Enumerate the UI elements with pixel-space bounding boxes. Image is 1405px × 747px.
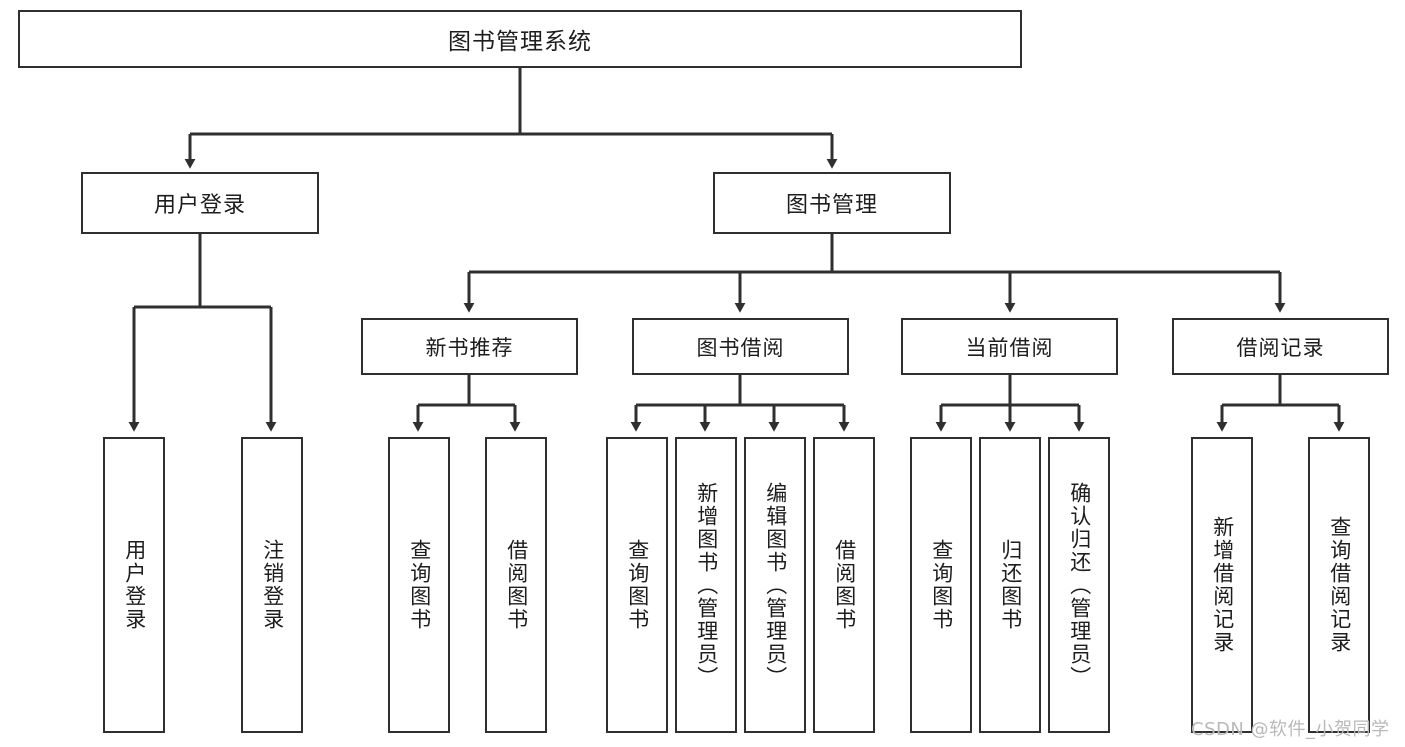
leaf-borrow-book-1[interactable]: 借阅图书: [485, 437, 547, 733]
leaf-add-book-label: 新增图书（管理员）: [694, 481, 719, 689]
leaf-confirm-return[interactable]: 确认归还（管理员）: [1048, 437, 1110, 733]
leaf-user-logout[interactable]: 注销登录: [241, 437, 303, 733]
leaf-query-book-2[interactable]: 查询图书: [606, 437, 668, 733]
leaf-add-borrow-record-label: 新增借阅记录: [1210, 516, 1235, 654]
node-root-label: 图书管理系统: [448, 29, 592, 55]
node-root[interactable]: 图书管理系统: [18, 10, 1022, 68]
node-borrow-record[interactable]: 借阅记录: [1172, 318, 1389, 375]
node-book-manage[interactable]: 图书管理: [713, 172, 951, 234]
leaf-edit-book-label: 编辑图书（管理员）: [763, 481, 788, 689]
leaf-borrow-book-2-label: 借阅图书: [832, 539, 857, 631]
leaf-query-book-1-label: 查询图书: [407, 539, 432, 631]
node-book-borrow[interactable]: 图书借阅: [632, 318, 849, 375]
leaf-borrow-book-1-label: 借阅图书: [504, 539, 529, 631]
node-current-borrow[interactable]: 当前借阅: [901, 318, 1118, 375]
node-user-login[interactable]: 用户登录: [81, 172, 319, 234]
leaf-confirm-return-label: 确认归还（管理员）: [1067, 481, 1092, 689]
node-new-book-recommend[interactable]: 新书推荐: [361, 318, 578, 375]
leaf-add-book[interactable]: 新增图书（管理员）: [675, 437, 737, 733]
leaf-query-borrow-record[interactable]: 查询借阅记录: [1308, 437, 1370, 733]
leaf-add-borrow-record[interactable]: 新增借阅记录: [1191, 437, 1253, 733]
leaf-query-book-1[interactable]: 查询图书: [388, 437, 450, 733]
node-book-borrow-label: 图书借阅: [696, 335, 785, 360]
leaf-query-book-3[interactable]: 查询图书: [910, 437, 972, 733]
leaf-query-borrow-record-label: 查询借阅记录: [1327, 516, 1352, 654]
leaf-query-book-3-label: 查询图书: [929, 539, 954, 631]
node-current-borrow-label: 当前借阅: [965, 335, 1054, 360]
leaf-edit-book[interactable]: 编辑图书（管理员）: [744, 437, 806, 733]
node-borrow-record-label: 借阅记录: [1236, 335, 1325, 360]
watermark-credit: CSDN @软件_小贺同学: [1191, 719, 1390, 740]
leaf-return-book[interactable]: 归还图书: [979, 437, 1041, 733]
node-new-book-recommend-label: 新书推荐: [425, 335, 514, 360]
node-user-login-label: 用户登录: [153, 193, 246, 218]
leaf-do-user-login[interactable]: 用户登录: [103, 437, 165, 733]
leaf-borrow-book-2[interactable]: 借阅图书: [813, 437, 875, 733]
node-book-manage-label: 图书管理: [785, 193, 878, 218]
leaf-query-book-2-label: 查询图书: [625, 539, 650, 631]
leaf-do-user-login-label: 用户登录: [122, 539, 147, 631]
leaf-user-logout-label: 注销登录: [260, 539, 285, 631]
leaf-return-book-label: 归还图书: [998, 539, 1023, 631]
